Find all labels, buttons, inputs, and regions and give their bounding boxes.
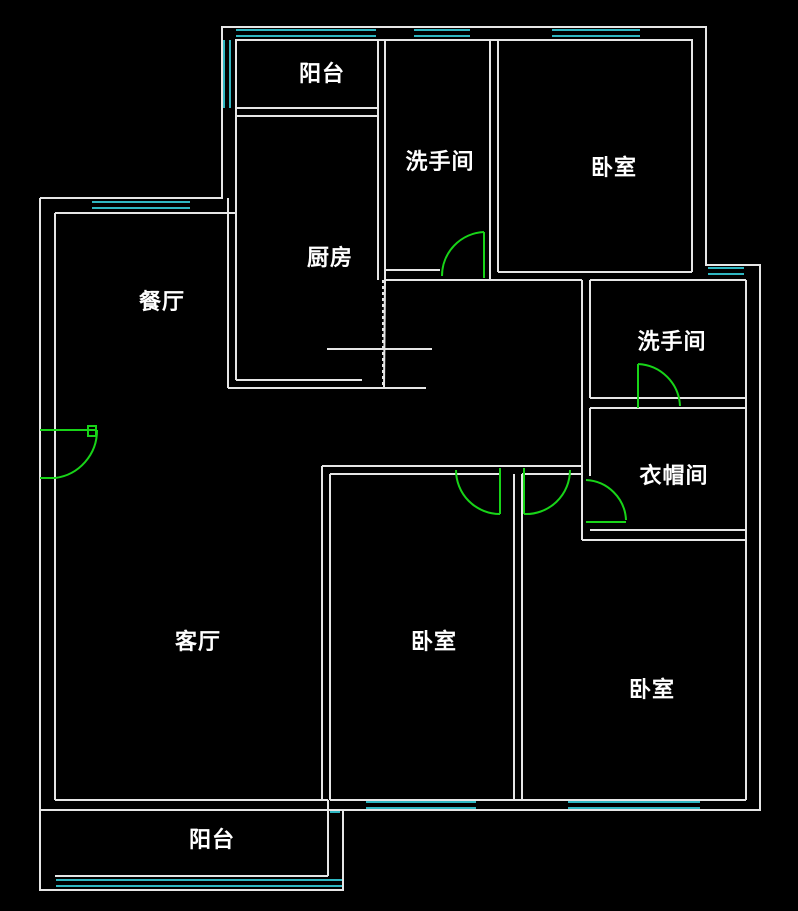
- room-label-balcony-top: 阳台: [298, 62, 346, 87]
- exterior-walls: [39, 26, 761, 891]
- room-label-bedroom-top: 卧室: [590, 156, 638, 181]
- interior-walls: [227, 40, 746, 800]
- room-label-living: 客厅: [174, 630, 222, 655]
- windows: [56, 29, 744, 887]
- room-label-balcony-bottom: 阳台: [188, 828, 236, 853]
- room-label-washroom-right: 洗手间: [637, 330, 707, 355]
- room-label-dining: 餐厅: [138, 290, 186, 315]
- room-label-cloakroom: 衣帽间: [639, 464, 709, 489]
- room-label-washroom-top: 洗手间: [405, 150, 475, 175]
- room-label-kitchen: 厨房: [306, 246, 354, 271]
- room-label-bedroom-middle: 卧室: [410, 630, 458, 655]
- doors: [40, 231, 681, 523]
- room-label-bedroom-right: 卧室: [628, 678, 676, 703]
